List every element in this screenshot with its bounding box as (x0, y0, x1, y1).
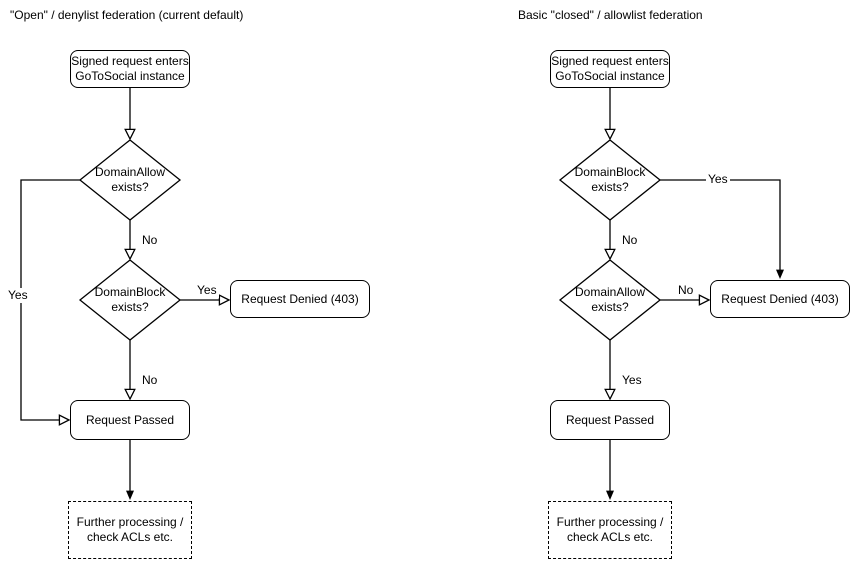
right-node-request-denied: Request Denied (403) (710, 280, 850, 318)
edge-left-decision1-yes-branch (20, 179, 80, 421)
arrowhead-open-down-icon (124, 128, 136, 141)
left-diagram-title: "Open" / denylist federation (current de… (10, 8, 244, 22)
left-edge-label-yes: Yes (195, 283, 219, 298)
arrowhead-filled-down-icon (126, 490, 134, 500)
left-node-request-denied: Request Denied (403) (230, 280, 370, 318)
arrowhead-open-down-icon (604, 128, 616, 141)
left-edge-label-no: No (140, 373, 160, 388)
left-edge-label-yes: Yes (6, 288, 30, 303)
right-node-further-processing: Further processing / check ACLs etc. (548, 501, 672, 559)
right-edge-label-yes: Yes (706, 172, 730, 187)
right-decision-domainallow-label: DomainAllow exists? (574, 285, 646, 314)
arrowhead-open-right-icon (218, 294, 231, 306)
arrowhead-filled-down-icon (606, 490, 614, 500)
edge-right-decision1-yes-branch (660, 179, 781, 270)
arrowhead-open-right-icon (58, 414, 71, 426)
left-decision-domainblock-label: DomainBlock exists? (94, 285, 166, 314)
right-edge-label-no: No (676, 283, 696, 298)
right-decision-domainblock-label: DomainBlock exists? (574, 165, 646, 194)
left-edge-label-no: No (140, 233, 160, 248)
arrowhead-open-down-icon (604, 248, 616, 261)
left-node-start: Signed request enters GoToSocial instanc… (70, 50, 190, 88)
left-decision-domainallow-label: DomainAllow exists? (94, 165, 166, 194)
arrowhead-open-right-icon (698, 294, 711, 306)
arrowhead-open-down-icon (604, 388, 616, 401)
right-edge-label-no: No (620, 233, 640, 248)
left-node-request-passed: Request Passed (70, 400, 190, 440)
right-diagram-title: Basic "closed" / allowlist federation (518, 8, 703, 22)
right-edge-label-yes: Yes (620, 373, 644, 388)
arrowhead-open-down-icon (124, 248, 136, 261)
right-node-request-passed: Request Passed (550, 400, 670, 440)
arrowhead-filled-down-icon (776, 269, 784, 279)
left-node-further-processing: Further processing / check ACLs etc. (68, 501, 192, 559)
right-node-start: Signed request enters GoToSocial instanc… (550, 50, 670, 88)
arrowhead-open-down-icon (124, 388, 136, 401)
